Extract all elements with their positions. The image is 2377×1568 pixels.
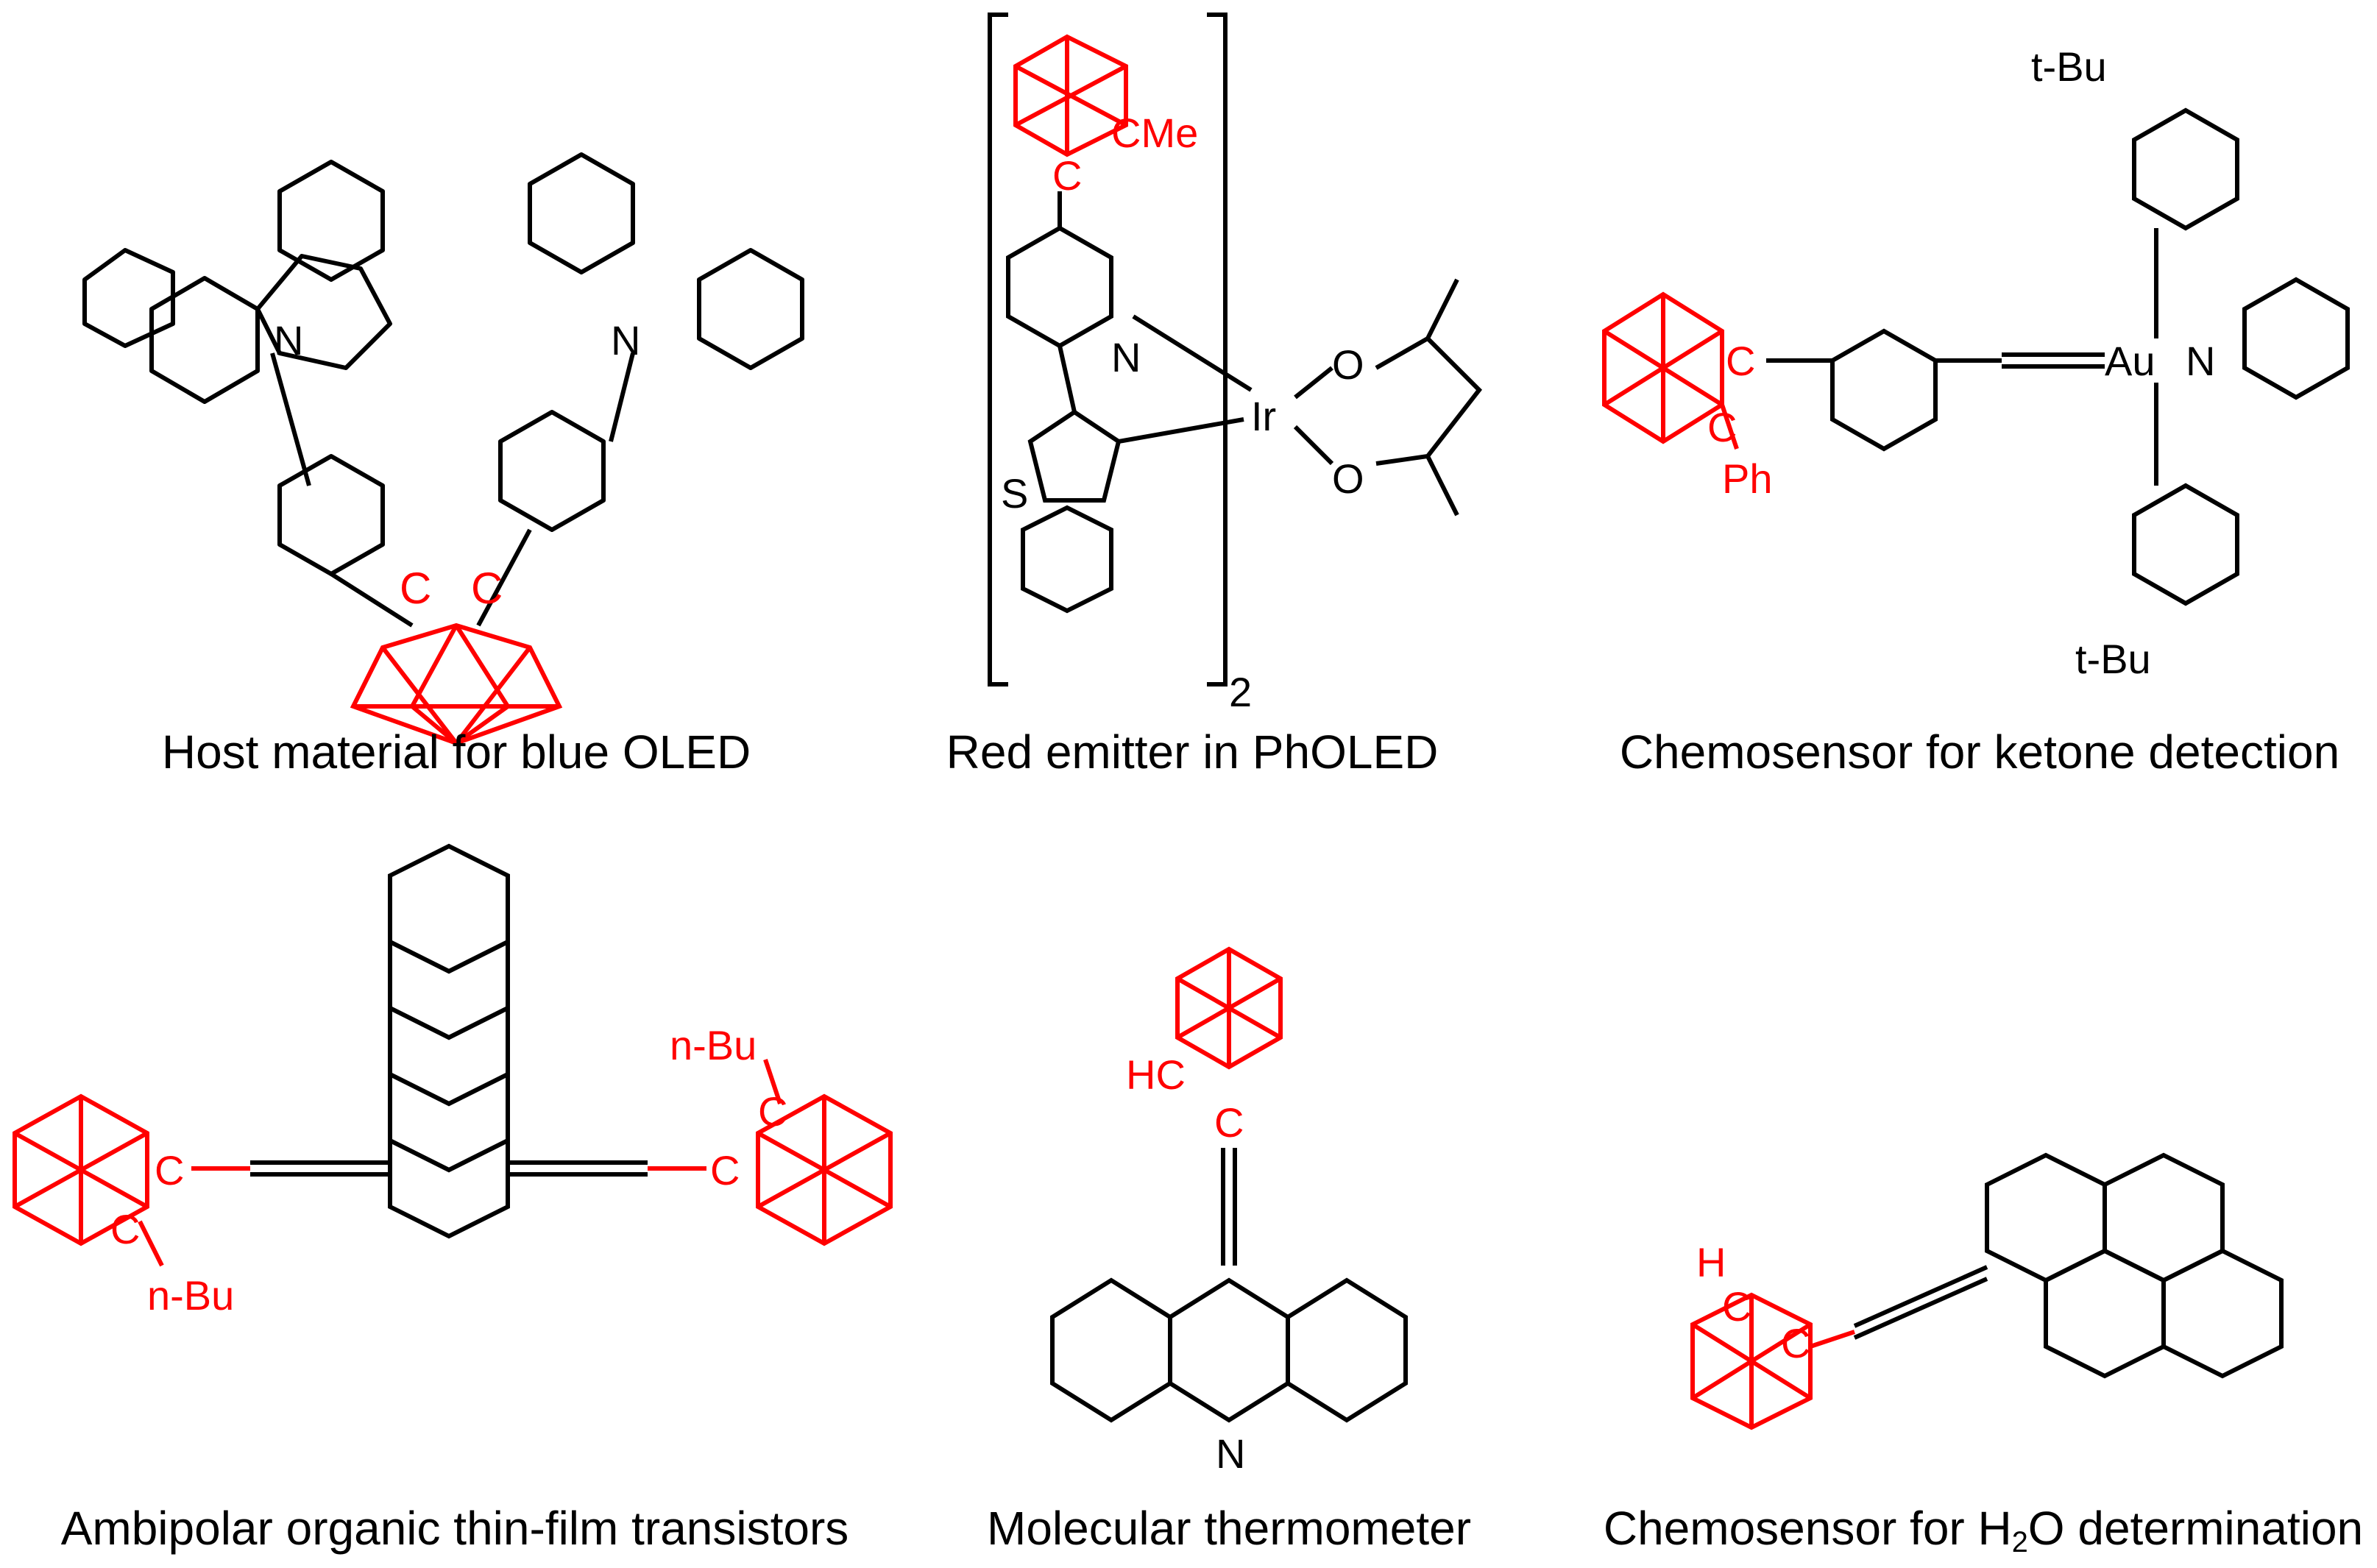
caption-host-material: Host material for blue OLED <box>161 726 751 778</box>
caption-water-subscript: 2 <box>2011 1525 2028 1558</box>
ketone-au: Au <box>2105 338 2155 384</box>
ketone-n: N <box>2186 338 2215 384</box>
thermo-hc: HC <box>1126 1051 1186 1098</box>
tft-c-left: C <box>155 1147 184 1193</box>
water-c2: C <box>1781 1320 1810 1366</box>
thermo-n: N <box>1216 1430 1245 1477</box>
host-n-left: N <box>274 317 303 363</box>
tft-nbu-right: n-Bu <box>670 1022 757 1068</box>
emitter-s: S <box>1001 470 1028 517</box>
caption-water-suffix: O determination <box>2027 1502 2364 1555</box>
caption-red-emitter: Red emitter in PhOLED <box>946 726 1439 778</box>
emitter-subscript: 2 <box>1229 669 1252 715</box>
caption-water-sensor: Chemosensor for H2O determination <box>1603 1502 2364 1557</box>
ketone-c1: C <box>1726 338 1755 384</box>
water-c1: C <box>1722 1283 1751 1330</box>
ketone-tbu-top: t-Bu <box>2031 43 2107 90</box>
ketone-ph: Ph <box>1722 455 1773 502</box>
tft-nbu-left: n-Bu <box>147 1272 234 1319</box>
ketone-c2: C <box>1707 404 1737 450</box>
water-h: H <box>1696 1239 1726 1285</box>
tft-c-right2: C <box>758 1088 787 1135</box>
thermo-c: C <box>1214 1099 1244 1146</box>
emitter-ir: Ir <box>1251 393 1276 439</box>
emitter-n: N <box>1111 334 1141 380</box>
emitter-o2: O <box>1332 455 1364 502</box>
caption-ketone-sensor: Chemosensor for ketone detection <box>1619 726 2340 778</box>
host-n-right: N <box>611 317 640 363</box>
host-c1: C <box>400 564 431 613</box>
emitter-o1: O <box>1332 341 1364 388</box>
caption-water-prefix: Chemosensor for H <box>1603 1502 2012 1555</box>
ketone-tbu-bottom: t-Bu <box>2075 636 2151 682</box>
host-c2: C <box>471 564 503 613</box>
emitter-cme: CMe <box>1111 110 1198 156</box>
tft-c-right: C <box>710 1147 740 1193</box>
caption-thermometer: Molecular thermometer <box>987 1502 1471 1555</box>
emitter-c: C <box>1052 152 1082 199</box>
caption-tft: Ambipolar organic thin-film transistors <box>60 1502 849 1555</box>
tft-c-left2: C <box>110 1206 140 1252</box>
